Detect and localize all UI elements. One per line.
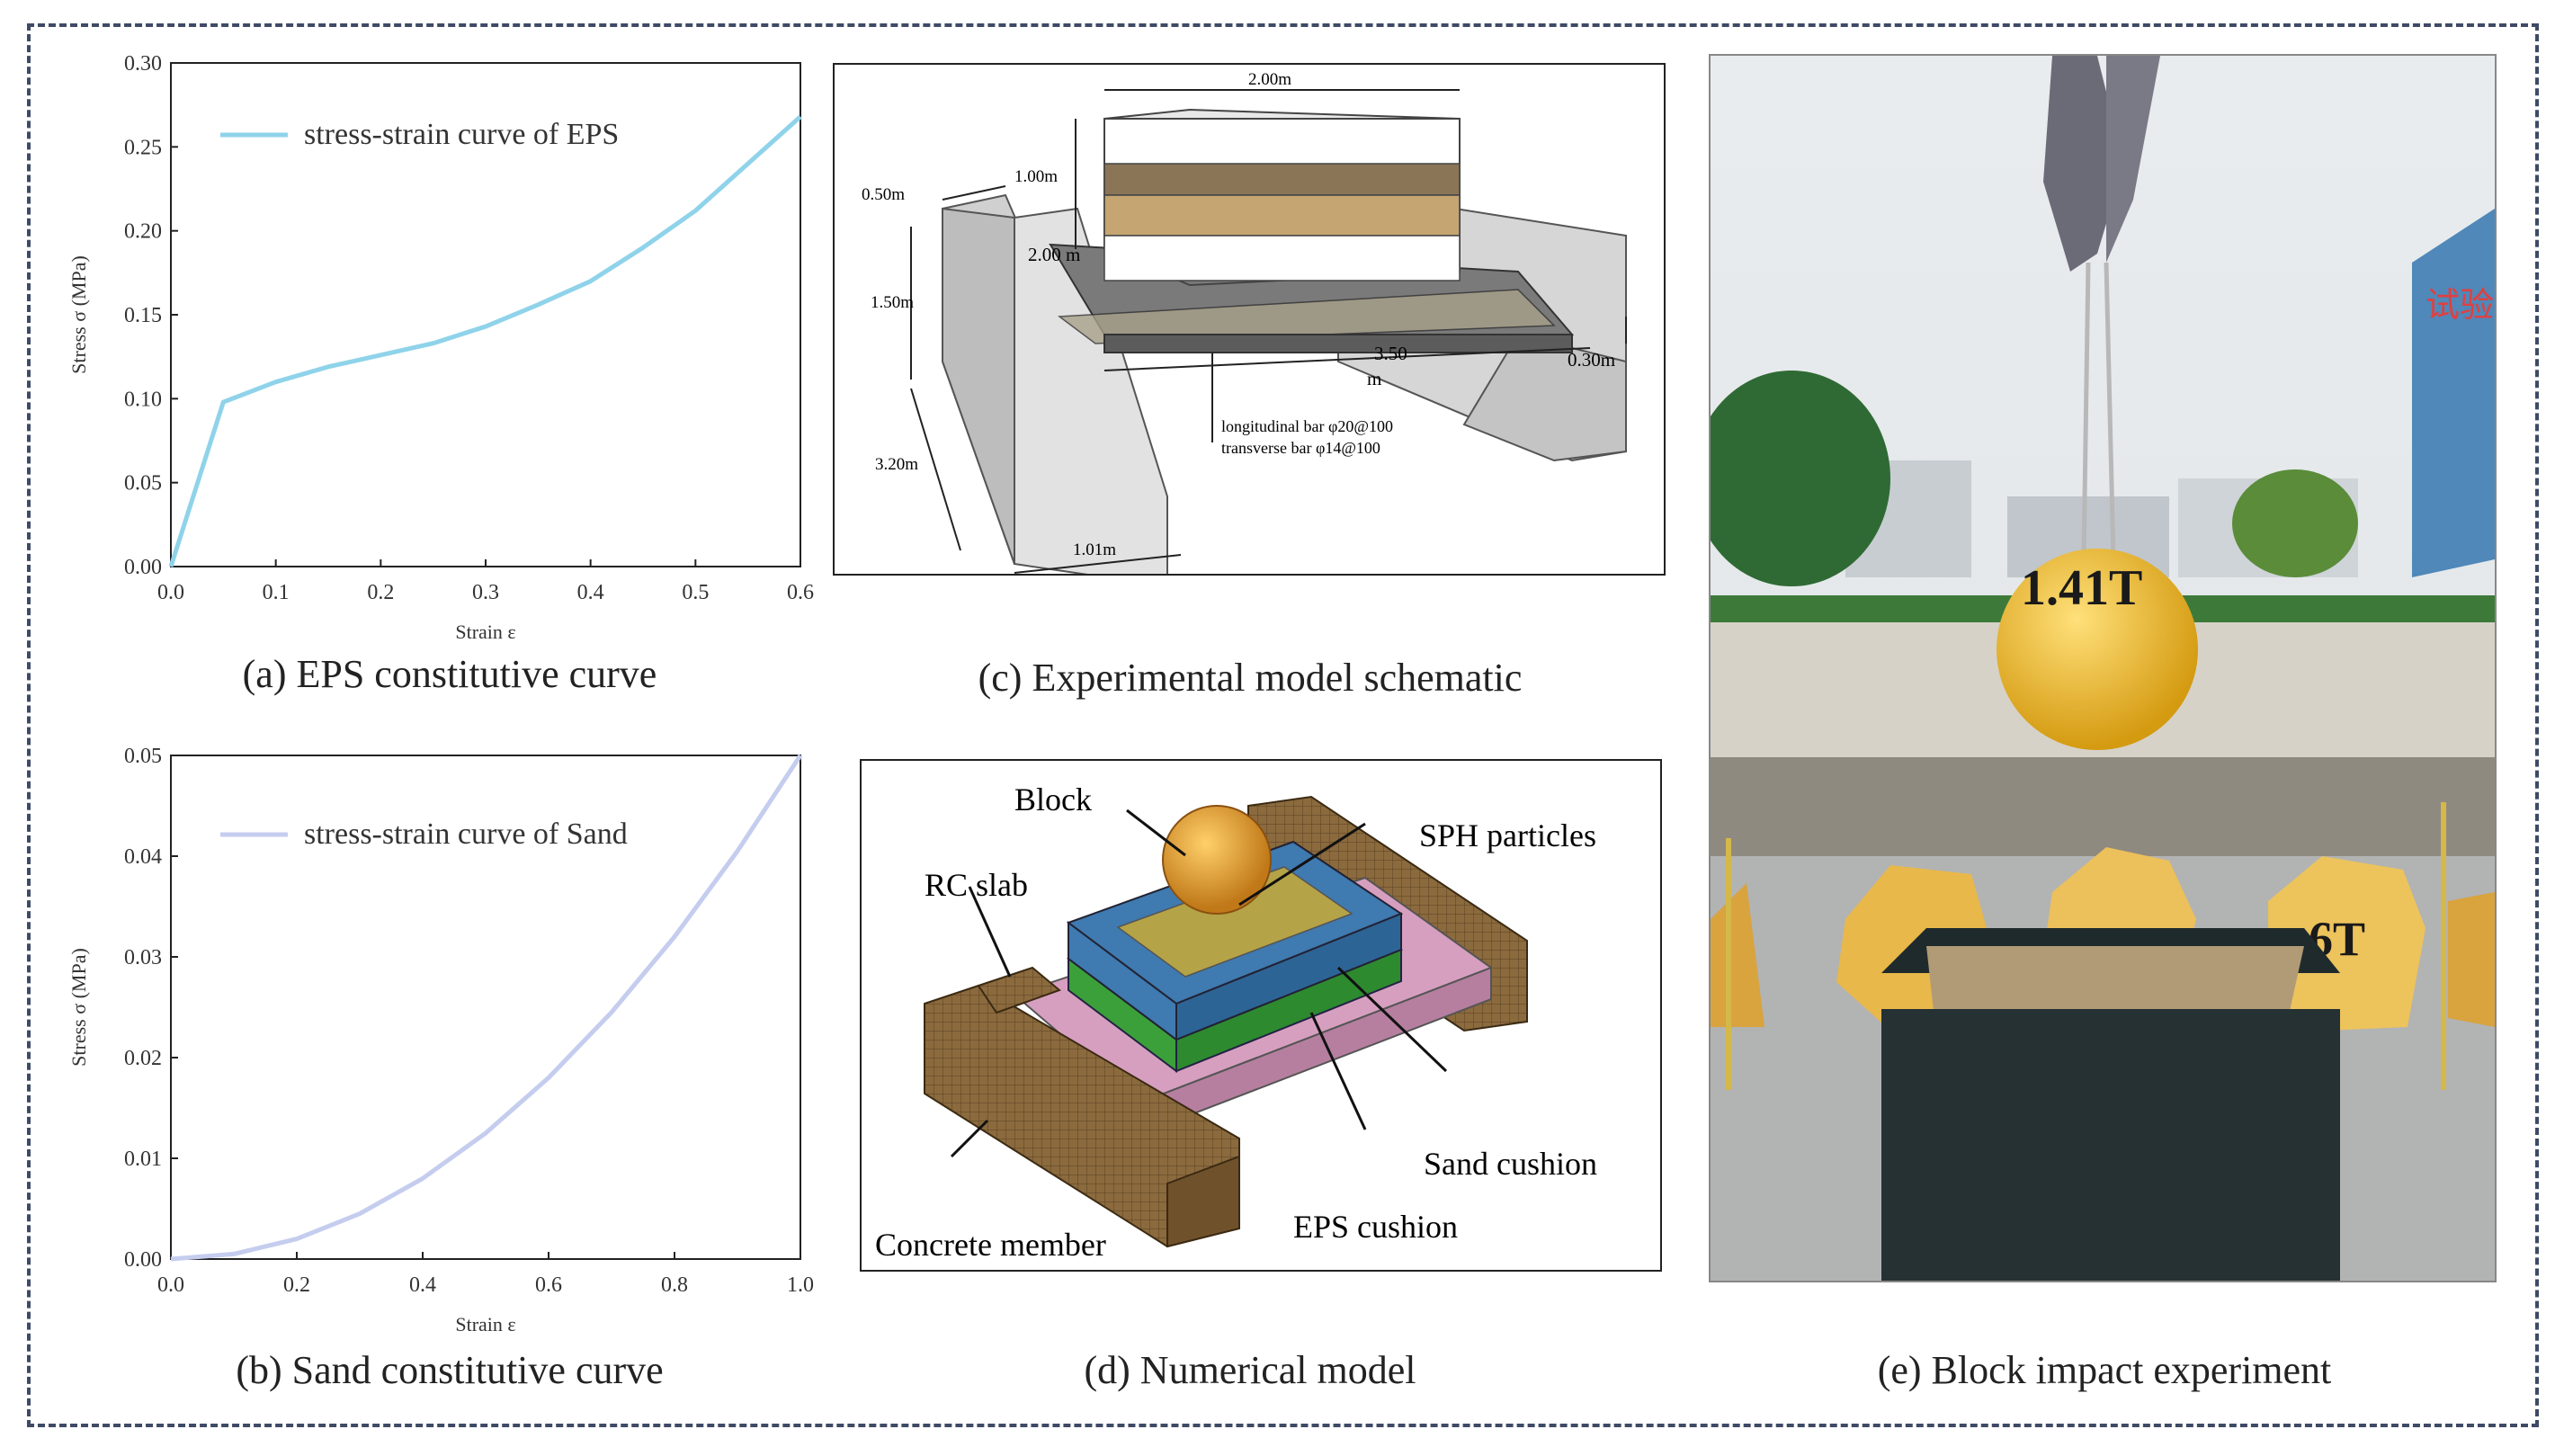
left-wall-front <box>1014 207 1168 588</box>
caption-b: (b) Sand constitutive curve <box>236 1348 664 1392</box>
dim-wall-width: 0.50m <box>862 185 905 204</box>
y-tick-label: 0.00 <box>124 1248 162 1272</box>
y-tick-label: 0.20 <box>124 220 162 244</box>
dim-span-b: m <box>1367 368 1381 389</box>
x-tick-label: 0.4 <box>409 1273 436 1297</box>
y-tick-label: 0.25 <box>124 136 162 159</box>
x-tick-label: 1.0 <box>787 1273 814 1297</box>
y-tick-label: 0.00 <box>124 556 162 579</box>
dim-base-height: 3.20m <box>875 455 918 474</box>
y-tick-label: 0.05 <box>124 745 162 768</box>
dim-span-a: 3.50 <box>1374 343 1407 364</box>
figure-frame <box>27 23 2539 1427</box>
numerical-model: Block SPH particles RC slab Sand cushion… <box>860 759 1662 1272</box>
x-tick-label: 0.6 <box>535 1273 562 1297</box>
y-tick-label: 0.10 <box>124 388 162 411</box>
rebar-transverse-label: transverse bar φ14@100 <box>1221 439 1380 457</box>
y-tick-label: 0.05 <box>124 472 162 496</box>
y-tick-label: 0.01 <box>124 1148 162 1171</box>
caption-d: (d) Numerical model <box>1084 1348 1416 1392</box>
x-tick-label: 0.0 <box>157 581 184 604</box>
x-tick-label: 0.4 <box>577 581 604 604</box>
y-axis-label: Stress σ (MPa) <box>67 255 90 374</box>
sand-box-fill <box>1926 946 2304 1027</box>
sand-box <box>1881 1009 2340 1281</box>
y-tick-label: 0.30 <box>124 52 162 76</box>
label-concrete-member: Concrete member <box>875 1227 1106 1263</box>
dim-wall-height: 1.50m <box>871 293 914 312</box>
blue-building <box>2412 209 2495 577</box>
label-block: Block <box>1014 782 1092 817</box>
impact-block <box>1997 549 2198 750</box>
legend-label: stress-strain curve of EPS <box>304 118 619 151</box>
eps-stress-strain-chart: 0.0 0.1 0.2 0.3 0.4 0.5 0.6 0.00 0.05 0.10 0.15 0.2… <box>67 52 814 643</box>
dim-slab-width: 2.00 m <box>1028 244 1080 265</box>
series-line <box>168 114 802 567</box>
x-tick-label: 0.8 <box>661 1273 688 1297</box>
dim-height: 1.00m <box>1014 167 1058 186</box>
x-axis-label: Strain ε <box>455 1313 515 1335</box>
dim-top-width: 2.00m <box>1248 70 1291 89</box>
y-tick-label: 0.03 <box>124 946 162 969</box>
block-impact-photo: 试验 1.41T 6T <box>1693 54 2497 1282</box>
block-sphere <box>1162 805 1272 915</box>
x-tick-label: 0.2 <box>367 581 394 604</box>
plot-frame <box>170 755 801 1260</box>
label-sph-particles: SPH particles <box>1419 817 1596 853</box>
x-tick-label: 0.1 <box>263 581 290 604</box>
x-tick-label: 0.6 <box>787 581 814 604</box>
experimental-schematic: 2.00m 1.00m 0.50m 2.00 m 1.50m 3.50 m 0.… <box>833 63 1666 588</box>
rebar-longitudinal-label: longitudinal bar φ20@100 <box>1221 417 1393 435</box>
y-axis-label: Stress σ (MPa) <box>67 948 90 1067</box>
y-tick-label: 0.04 <box>124 845 162 869</box>
building-sign: 试验 <box>2426 287 2494 325</box>
x-axis-label: Strain ε <box>455 621 515 643</box>
caption-c: (c) Experimental model schematic <box>978 656 1523 700</box>
y-tick-label: 0.15 <box>124 304 162 327</box>
legend-label: stress-strain curve of Sand <box>304 817 628 851</box>
sand-stress-strain-chart: 0.0 0.2 0.4 0.6 0.8 1.0 0.00 0.01 0.02 0.03 0.04 0.… <box>67 745 814 1335</box>
ball-weight-label: 1.41T <box>2021 560 2142 616</box>
label-eps-cushion: EPS cushion <box>1293 1209 1458 1245</box>
series-line <box>170 754 803 1262</box>
x-tick-label: 0.5 <box>682 581 709 604</box>
dim-base-width: 1.01m <box>1073 540 1116 559</box>
y-tick-label: 0.02 <box>124 1047 162 1070</box>
label-rc-slab: RC slab <box>925 867 1028 903</box>
caption-e: (e) Block impact experiment <box>1877 1348 2332 1392</box>
caption-a: (a) EPS constitutive curve <box>242 652 657 696</box>
dim-slab-thickness: 0.30m <box>1568 349 1615 371</box>
x-tick-label: 0.0 <box>157 1273 184 1297</box>
x-tick-label: 0.3 <box>472 581 499 604</box>
label-sand-cushion: Sand cushion <box>1424 1146 1597 1182</box>
x-tick-label: 0.2 <box>283 1273 310 1297</box>
